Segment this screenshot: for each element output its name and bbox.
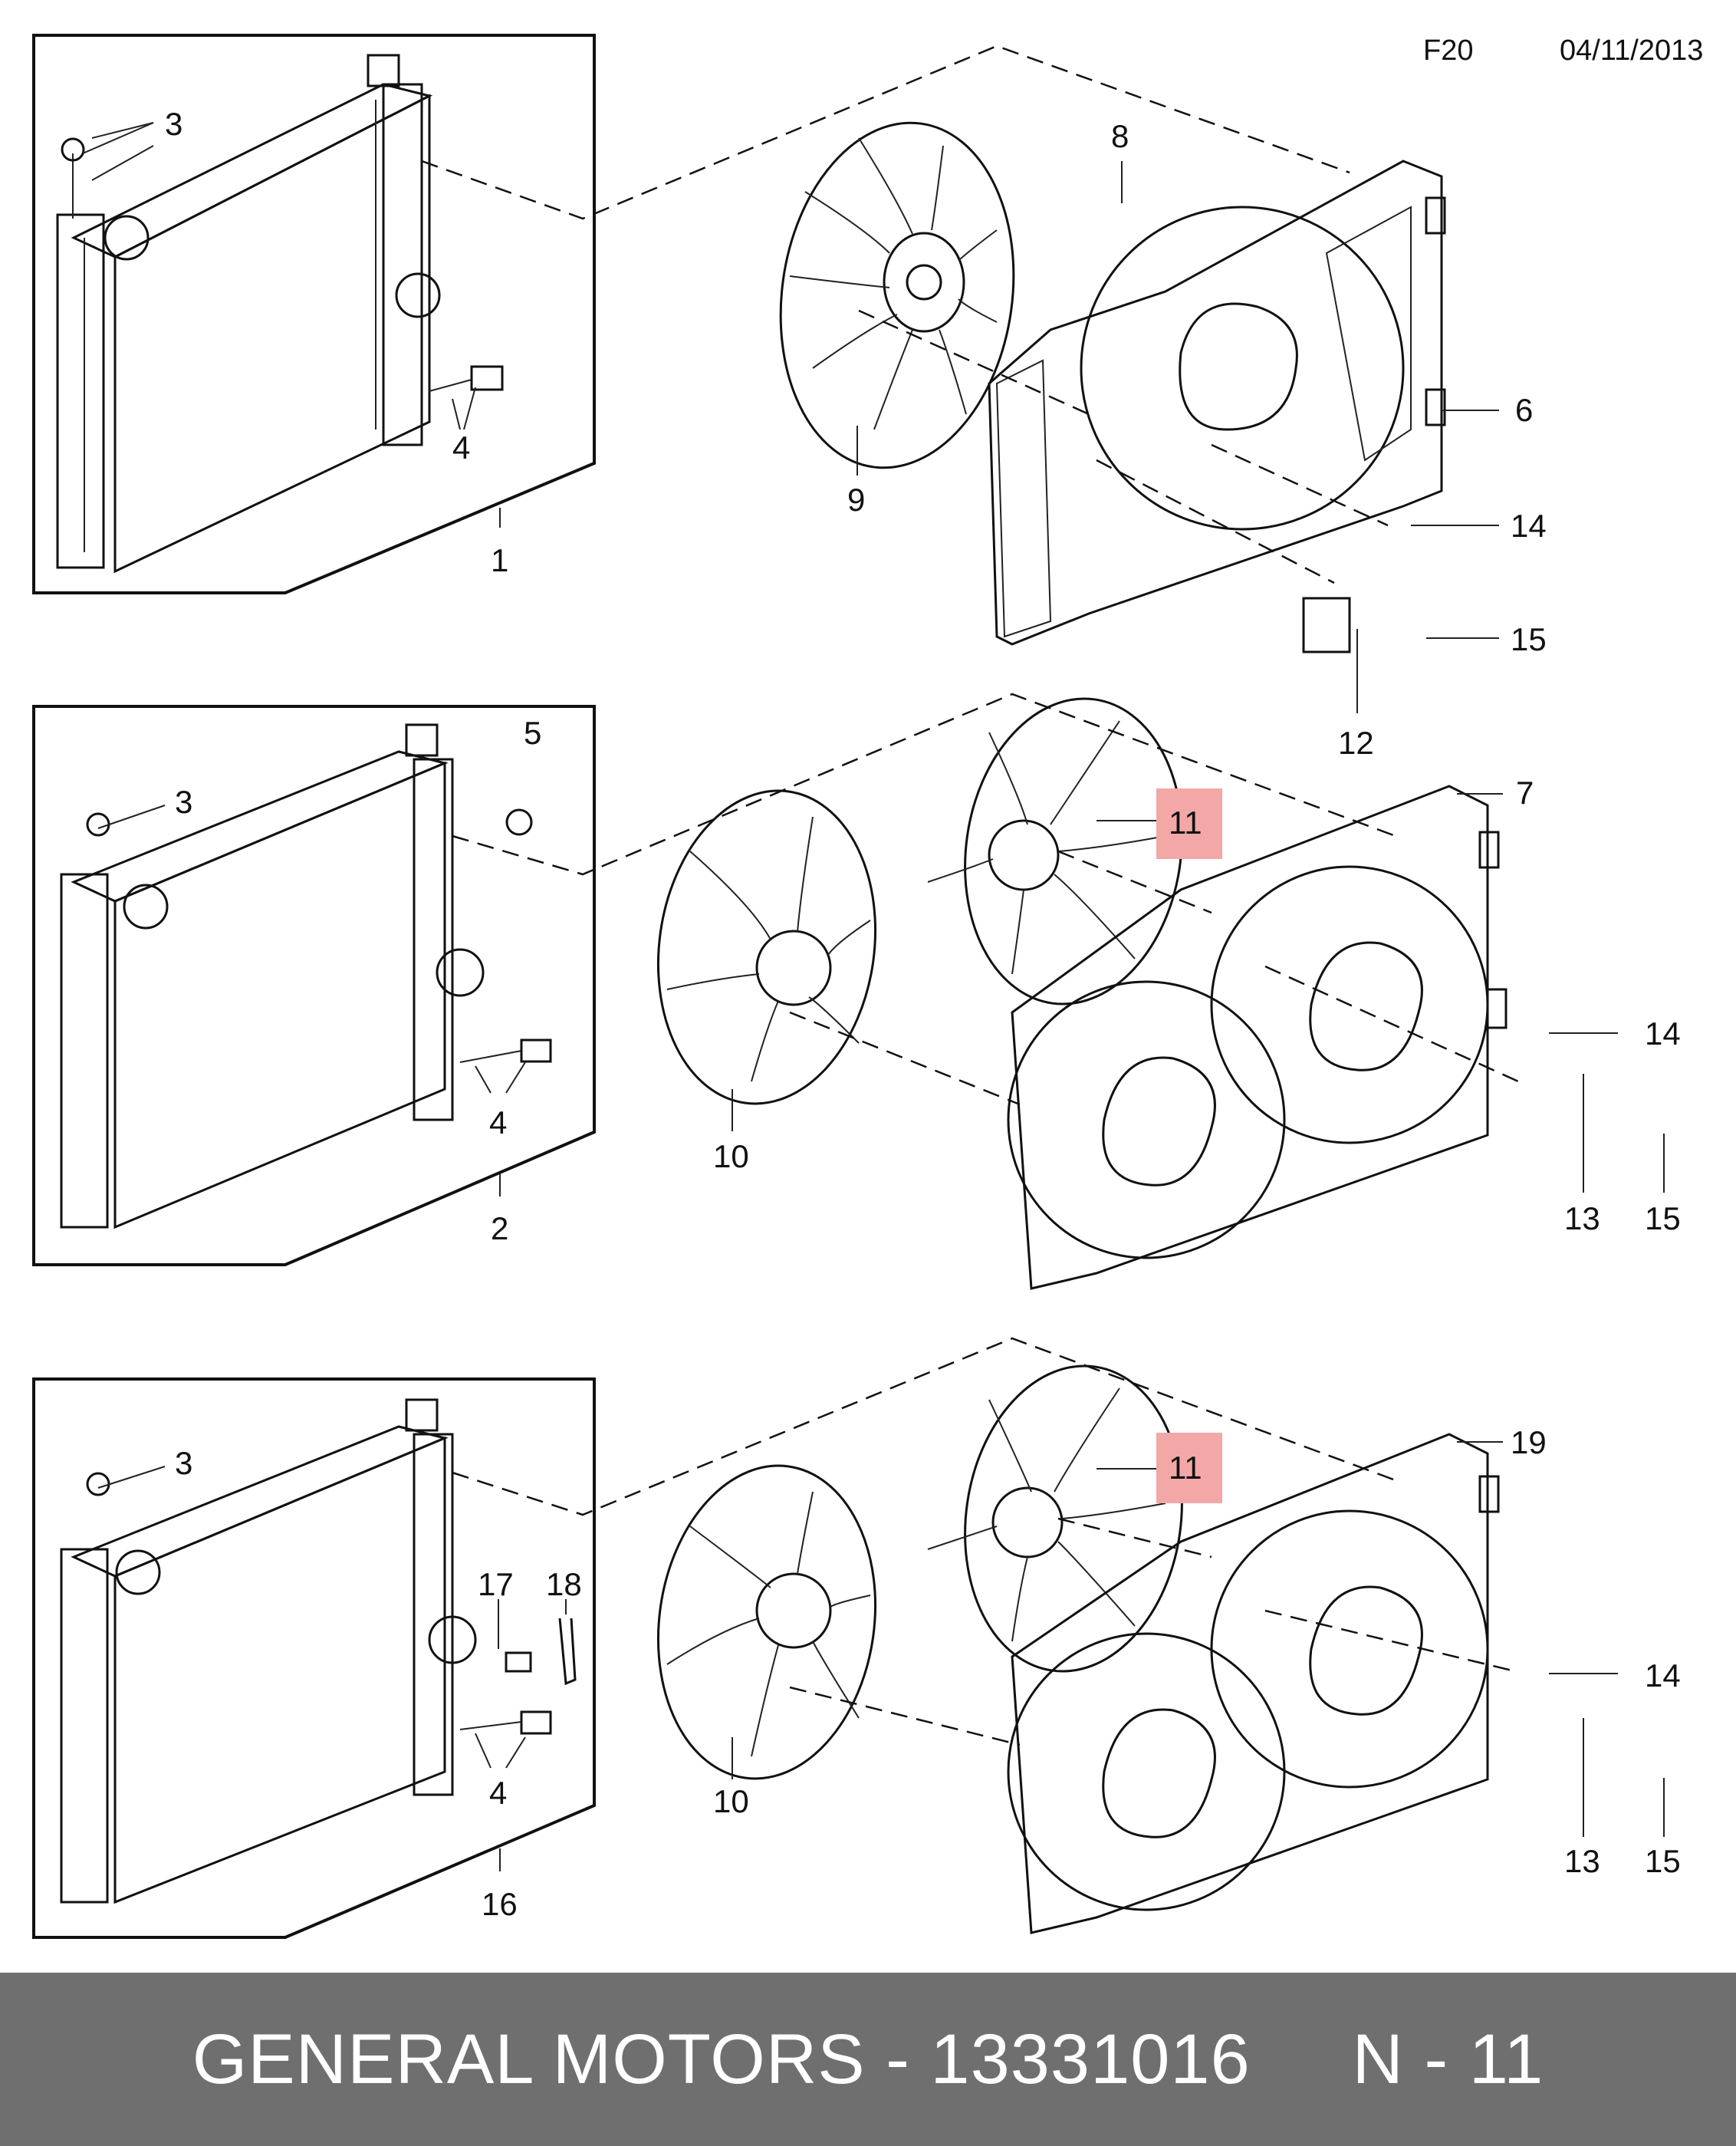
parts-diagram: F20 04/11/2013 bbox=[32, 34, 1703, 1939]
callout-3: 3 bbox=[165, 106, 182, 142]
fan-blade-rear bbox=[656, 1464, 877, 1780]
radiator-frame bbox=[32, 705, 596, 1266]
callout-2: 2 bbox=[491, 1210, 508, 1246]
fan-blade-front bbox=[927, 697, 1183, 1006]
leader-dashes bbox=[452, 693, 1519, 1106]
section-middle: 2 3 4 5 7 10 11 13 14 15 bbox=[32, 693, 1681, 1290]
callout-5: 5 bbox=[524, 715, 541, 751]
callout-3: 3 bbox=[175, 784, 192, 820]
callout-14: 14 bbox=[1645, 1015, 1681, 1052]
callout-9: 9 bbox=[847, 482, 865, 518]
callout-leaders bbox=[82, 122, 1499, 713]
page-date: 04/11/2013 bbox=[1560, 35, 1703, 67]
fan-blade bbox=[779, 121, 1015, 469]
radiator-drawing bbox=[60, 723, 552, 1229]
callout-8: 8 bbox=[1111, 118, 1129, 154]
footer-banner: GENERAL MOTORS - 13331016 N - 11 bbox=[0, 1973, 1736, 2146]
callout-4: 4 bbox=[489, 1104, 507, 1140]
callout-15: 15 bbox=[1511, 621, 1547, 657]
callout-17: 17 bbox=[478, 1566, 514, 1602]
callout-10: 10 bbox=[713, 1138, 749, 1174]
callout-13: 13 bbox=[1564, 1200, 1600, 1236]
radiator-frame bbox=[32, 34, 596, 594]
fan-blade-rear bbox=[656, 789, 877, 1105]
callout-19: 19 bbox=[1511, 1424, 1547, 1460]
leader-dashes bbox=[452, 1337, 1519, 1746]
callout-leaders bbox=[97, 1441, 1665, 1871]
callout-15: 15 bbox=[1645, 1200, 1681, 1236]
callout-12: 12 bbox=[1338, 725, 1374, 761]
callout-13: 13 bbox=[1564, 1843, 1600, 1879]
callout-18: 18 bbox=[546, 1566, 582, 1602]
highlight-box bbox=[1156, 1433, 1222, 1503]
callout-1: 1 bbox=[491, 542, 508, 578]
twin-fan-shroud bbox=[1007, 1433, 1500, 1934]
callout-14: 14 bbox=[1645, 1657, 1681, 1693]
section-top: 1 3 4 6 8 9 12 14 15 bbox=[32, 34, 1547, 761]
callout-4: 4 bbox=[489, 1775, 507, 1811]
callout-16: 16 bbox=[482, 1886, 518, 1922]
callout-3: 3 bbox=[175, 1445, 192, 1481]
callout-6: 6 bbox=[1515, 392, 1533, 428]
callout-leaders bbox=[97, 793, 1665, 1196]
footer-text: GENERAL MOTORS - 13331016 N - 11 bbox=[192, 2019, 1544, 2098]
fan-shroud bbox=[988, 160, 1446, 653]
callout-14: 14 bbox=[1511, 508, 1547, 544]
callout-15: 15 bbox=[1645, 1843, 1681, 1879]
callout-4: 4 bbox=[452, 430, 470, 466]
page-code: F20 bbox=[1423, 35, 1473, 67]
twin-fan-shroud bbox=[1007, 785, 1507, 1290]
leader-dashes bbox=[421, 44, 1389, 584]
callout-10: 10 bbox=[713, 1783, 749, 1819]
callout-11: 11 bbox=[1169, 805, 1202, 841]
section-bottom: 3 4 10 11 13 14 15 16 17 18 19 bbox=[32, 1337, 1681, 1939]
radiator-frame bbox=[32, 1377, 596, 1939]
callout-7: 7 bbox=[1516, 775, 1534, 811]
callout-11: 11 bbox=[1169, 1450, 1202, 1486]
highlight-box bbox=[1156, 788, 1222, 859]
radiator-drawing bbox=[60, 1398, 577, 1904]
